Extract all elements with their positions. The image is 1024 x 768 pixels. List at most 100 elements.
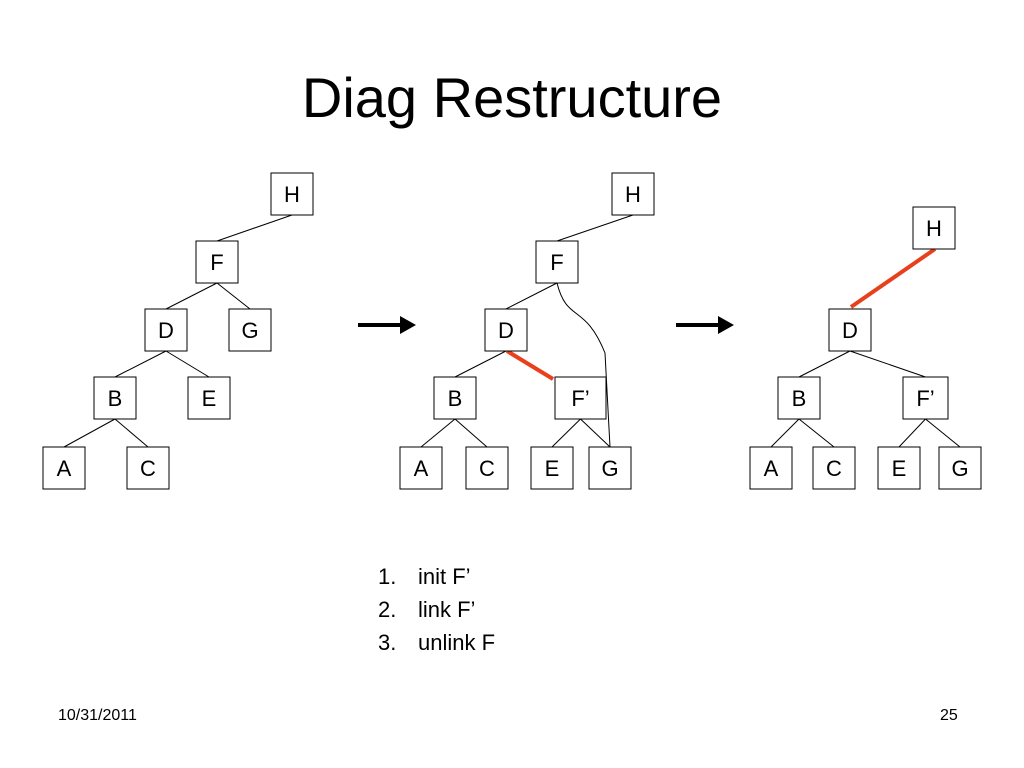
tree1-edge-D-E bbox=[165, 350, 210, 378]
node-label: F’ bbox=[571, 386, 589, 411]
node-label: B bbox=[448, 386, 463, 411]
step-text: unlink F bbox=[418, 630, 496, 655]
tree2-edge-H-F bbox=[556, 214, 634, 242]
tree3-edge-D-Fp bbox=[849, 350, 926, 378]
slide-title: Diag Restructure bbox=[301, 66, 723, 129]
node-box bbox=[399, 446, 443, 490]
node-label: E bbox=[892, 456, 907, 481]
tree2-edge-F-D bbox=[505, 282, 558, 310]
tree2-node-D: D bbox=[484, 308, 528, 352]
step-item: 2. link F’ bbox=[378, 593, 495, 626]
node-label: F bbox=[550, 250, 563, 275]
tree2-edge-D-Fp bbox=[505, 349, 555, 381]
node-box bbox=[195, 240, 239, 284]
node-box bbox=[535, 240, 579, 284]
node-label: A bbox=[414, 456, 429, 481]
node-label: E bbox=[545, 456, 560, 481]
tree1-edge-B-A bbox=[63, 418, 116, 448]
tree3-edge-B-C bbox=[798, 418, 835, 448]
tree2-node-G: G bbox=[588, 446, 632, 490]
tree1-node-B: B bbox=[93, 376, 137, 420]
tree1-node-G: G bbox=[228, 308, 272, 352]
node-box bbox=[530, 446, 574, 490]
tree2-node-B: B bbox=[433, 376, 477, 420]
node-box bbox=[126, 446, 170, 490]
step-number: 2. bbox=[378, 597, 397, 622]
node-box bbox=[93, 376, 137, 420]
node-box bbox=[270, 172, 314, 216]
node-box bbox=[42, 446, 86, 490]
node-box bbox=[877, 446, 921, 490]
node-box bbox=[902, 376, 949, 420]
node-label: A bbox=[57, 456, 72, 481]
tree2-edge-Fp-G bbox=[580, 418, 611, 448]
right-arrow-icon bbox=[676, 316, 734, 334]
tree2-edge-B-C bbox=[454, 418, 488, 448]
footer-date: 10/31/2011 bbox=[58, 707, 137, 724]
node-label: F bbox=[210, 250, 223, 275]
node-label: H bbox=[284, 182, 300, 207]
steps-list: 1.init F’ 2. link F’ 3. unlink F bbox=[378, 560, 495, 659]
node-label: C bbox=[826, 456, 842, 481]
arrows-layer bbox=[358, 316, 734, 334]
node-box bbox=[484, 308, 528, 352]
tree2-node-Fp: F’ bbox=[554, 376, 607, 420]
node-box bbox=[749, 446, 793, 490]
node-label: D bbox=[498, 318, 514, 343]
tree2-node-H: H bbox=[611, 172, 655, 216]
tree3-node-A: A bbox=[749, 446, 793, 490]
tree3-node-H: H bbox=[912, 206, 956, 250]
tree1-edge-H-F bbox=[216, 214, 293, 242]
tree3-node-Fp: F’ bbox=[902, 376, 949, 420]
node-box bbox=[228, 308, 272, 352]
node-box bbox=[611, 172, 655, 216]
node-label: E bbox=[202, 386, 217, 411]
tree3-node-B: B bbox=[777, 376, 821, 420]
tree1-node-D: D bbox=[144, 308, 188, 352]
tree1-node-H: H bbox=[270, 172, 314, 216]
tree2-edge-Fp-E bbox=[551, 418, 581, 448]
tree2-edge-B-A bbox=[420, 418, 456, 448]
node-label: G bbox=[951, 456, 968, 481]
node-label: G bbox=[601, 456, 618, 481]
node-label: C bbox=[479, 456, 495, 481]
step-item: 3. unlink F bbox=[378, 626, 495, 659]
tree1-edge-F-D bbox=[165, 282, 218, 310]
node-label: B bbox=[792, 386, 807, 411]
node-box bbox=[777, 376, 821, 420]
node-label: F’ bbox=[916, 386, 934, 411]
node-box bbox=[812, 446, 856, 490]
tree2-node-E: E bbox=[530, 446, 574, 490]
node-box bbox=[433, 376, 477, 420]
node-label: H bbox=[926, 216, 942, 241]
edges-layer bbox=[63, 214, 961, 448]
tree1-node-C: C bbox=[126, 446, 170, 490]
node-box bbox=[938, 446, 982, 490]
tree1-node-E: E bbox=[187, 376, 231, 420]
node-box bbox=[912, 206, 956, 250]
node-label: A bbox=[764, 456, 779, 481]
tree2-edge-D-B bbox=[454, 350, 507, 378]
step-item: 1.init F’ bbox=[378, 560, 495, 593]
tree1-node-F: F bbox=[195, 240, 239, 284]
tree3-node-E: E bbox=[877, 446, 921, 490]
step-text: link F’ bbox=[418, 597, 476, 622]
node-box bbox=[465, 446, 509, 490]
tree1-edge-D-B bbox=[114, 350, 167, 378]
tree1-edge-F-G bbox=[216, 282, 251, 310]
tree3-edge-B-A bbox=[770, 418, 800, 448]
node-box bbox=[554, 376, 607, 420]
step-text: init F’ bbox=[418, 564, 471, 589]
node-box bbox=[588, 446, 632, 490]
step-number: 3. bbox=[378, 630, 397, 655]
tree3-edge-D-B bbox=[798, 350, 851, 378]
tree1-edge-B-C bbox=[114, 418, 149, 448]
node-label: D bbox=[158, 318, 174, 343]
tree3-node-D: D bbox=[828, 308, 872, 352]
nodes-layer: H F D G B E A C H F D B F’ A C E G H D B F’ A C E G bbox=[42, 172, 982, 490]
tree2-node-A: A bbox=[399, 446, 443, 490]
node-label: H bbox=[625, 182, 641, 207]
tree2-node-F: F bbox=[535, 240, 579, 284]
page-number: 25 bbox=[940, 707, 958, 724]
